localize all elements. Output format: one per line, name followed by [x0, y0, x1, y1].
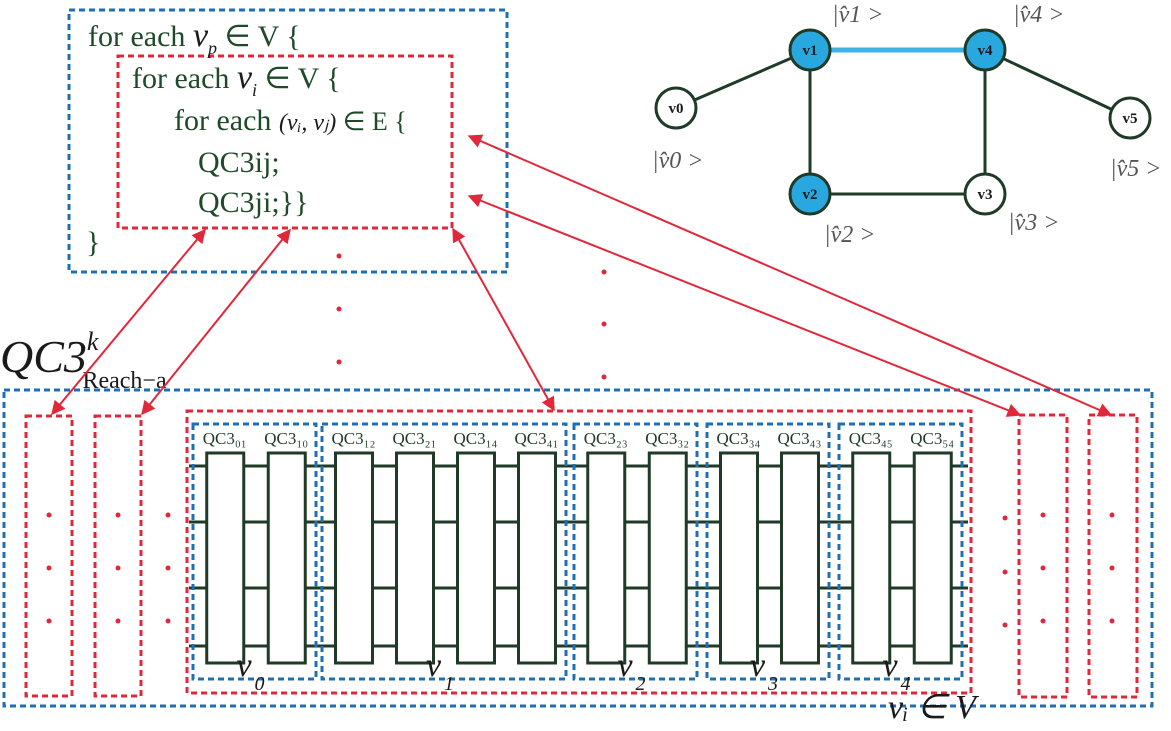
pseudocode-block: for each vp ∈ V { for each vi ∈ V { for … [67, 8, 509, 274]
code-line-outer-loop: for each vp ∈ V { [88, 17, 301, 58]
vertex-group-label-4: v [883, 647, 899, 684]
circuit-outer-box [2, 388, 1154, 708]
graph-node-label-v0: v0 [669, 101, 684, 117]
graph-node-label-v5: v5 [1123, 111, 1138, 127]
gate-1-2 [456, 451, 496, 665]
gate-label: QC3₁₀ [264, 429, 308, 448]
ket-label-v2: |v̂2 > [824, 222, 875, 248]
graph-node-label-v4: v4 [978, 43, 994, 59]
gate-3-0 [719, 451, 759, 665]
vertex-group-label-2: v [618, 647, 634, 684]
gate-3-1 [780, 451, 820, 665]
graph-node-v1 [788, 28, 832, 72]
mapping-arrows [51, 134, 1113, 417]
iteration-box-left-1 [24, 414, 74, 698]
vertex-group-label-0: v [237, 647, 253, 684]
gate-label: QC3₃₂ [645, 429, 689, 448]
ket-label-v5: |v̂5 > [1110, 156, 1161, 182]
gate-2-0 [586, 451, 627, 665]
graph-node-v5 [1108, 96, 1152, 140]
vertex-group-index-3: 3 [767, 673, 778, 695]
graph: v0 |v̂0 > v1 |v̂1 > v2 |v̂2 > v3 |v̂3 > v4 |v̂4 >… [652, 2, 1161, 248]
code-line-qc3ji: QC3ji;}} [198, 186, 308, 219]
vertex-group-label-3: v [750, 647, 766, 684]
graph-node-v0 [654, 86, 698, 130]
iteration-box-left-2 [93, 414, 143, 698]
gate-label: QC3₂₁ [393, 429, 437, 448]
vertex-group-index-2: 2 [636, 673, 646, 695]
ket-label-v3: |v̂3 > [1008, 210, 1059, 236]
arrow-left-2 [141, 228, 291, 416]
arrow-main [452, 227, 555, 412]
code-line-qc3ij: QC3ij; [198, 146, 280, 179]
graph-node-label-v2: v2 [803, 187, 818, 203]
gate-2-1 [647, 451, 688, 665]
vertex-group-index-4: 4 [901, 673, 911, 695]
gate-0-0 [205, 451, 246, 665]
arrow-right-2 [467, 134, 1113, 417]
inner-loop-box [116, 54, 454, 230]
gate-4-1 [912, 451, 953, 665]
gate-label: QC3₅₄ [910, 429, 954, 448]
gate-label: QC3₂₃ [584, 429, 628, 448]
gate-label: QC3₁₄ [454, 429, 498, 448]
graph-node-label-v1: v1 [803, 43, 818, 59]
graph-edge-v4-v5 [984, 48, 1131, 120]
vertex-group-box-3 [705, 422, 831, 681]
graph-node-v4 [963, 28, 1007, 72]
arrow-right-1 [467, 194, 1022, 417]
iteration-box-dots [46, 512, 1115, 624]
graph-node-label-v3: v3 [978, 187, 993, 203]
gate-label: QC3₃₄ [717, 429, 761, 448]
ket-label-v4: |v̂4 > [1013, 2, 1064, 28]
vertex-group-box-2 [572, 422, 699, 681]
gate-label: QC3₀₁ [203, 429, 247, 448]
iteration-box-right-1 [1017, 413, 1069, 699]
gate-1-0 [334, 451, 374, 665]
vertex-group-index-1: 1 [444, 673, 454, 695]
ket-label-v0: |v̂0 > [652, 148, 703, 174]
code-line-edge-loop: for each (vᵢ, vⱼ) ∈ E { [174, 104, 407, 137]
gate-label: QC3₄₁ [515, 429, 559, 448]
gate-label: QC3₄₃ [778, 429, 822, 448]
gate-0-1 [266, 451, 307, 665]
vertex-group-label-1: v [426, 647, 442, 684]
graph-edge-v0-v1 [675, 48, 811, 110]
gate-1-1 [395, 451, 435, 665]
code-line-close-brace: } [86, 226, 100, 259]
gate-4-0 [851, 451, 892, 665]
vertex-group-box-1 [320, 422, 568, 681]
gate-label: QC3₁₂ [332, 429, 376, 448]
vertex-group-box-0 [191, 422, 318, 681]
code-line-vertex-loop: for each vi ∈ V { [132, 59, 341, 100]
vertex-group-index-0: 0 [255, 673, 265, 695]
gate-label: QC3₄₅ [849, 429, 893, 448]
vertex-group-box-4 [837, 422, 964, 681]
iteration-box-right-2 [1087, 413, 1139, 699]
ket-label-v1: |v̂1 > [832, 2, 883, 28]
gate-1-3 [517, 451, 557, 665]
vertex-set-label: vᵢ ∈ V [888, 689, 980, 726]
